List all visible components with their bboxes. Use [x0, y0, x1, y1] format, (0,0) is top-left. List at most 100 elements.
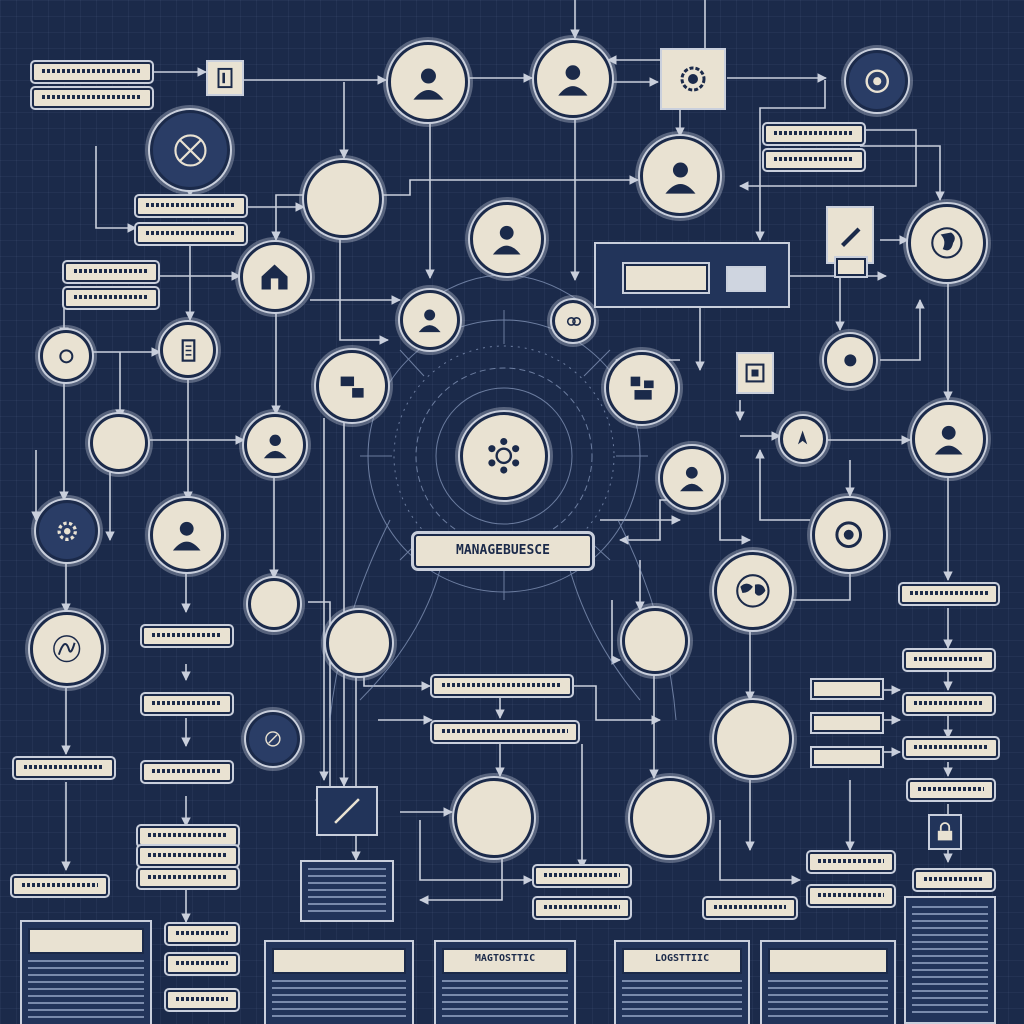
panel-rows [768, 980, 888, 1018]
box-label-left-lower-2[interactable] [140, 692, 234, 716]
compass-node-lower[interactable] [246, 712, 300, 766]
mini-label-right-1[interactable] [810, 678, 884, 700]
box-label-right-stack-4[interactable] [902, 736, 1000, 760]
bottom-panel-4[interactable]: LOGSTTIIC [614, 940, 750, 1024]
user-node-left-mid[interactable] [244, 414, 306, 476]
globe-node-top-right[interactable] [908, 204, 986, 282]
bottom-panel-5[interactable] [760, 940, 896, 1024]
box-label-stack-2[interactable] [136, 844, 240, 868]
box-label-left-b[interactable] [62, 286, 160, 310]
document-node[interactable] [160, 322, 216, 378]
box-label-left-lower-3[interactable] [140, 760, 234, 784]
gear-icon-tile[interactable] [660, 48, 726, 110]
user-node-upper-right[interactable] [640, 136, 720, 216]
box-label-bottom-stack-2[interactable] [164, 952, 240, 976]
box-label-stack-3[interactable] [136, 866, 240, 890]
target-node-right[interactable] [812, 498, 886, 572]
box-label-bottom-right-a[interactable] [806, 850, 896, 874]
label-node-left-mid[interactable] [90, 414, 148, 472]
central-hub-node[interactable] [460, 412, 548, 500]
home-node[interactable] [240, 242, 310, 312]
signature-node[interactable] [30, 612, 104, 686]
circle-icon [843, 353, 856, 366]
slash-icon [334, 798, 360, 824]
puzzle-icon-tile[interactable] [736, 352, 774, 394]
box-label-bottom-mid-b[interactable] [532, 896, 632, 920]
bottom-panel-right-list[interactable] [904, 896, 996, 1024]
globe-icon [931, 227, 963, 259]
gear-node-top-left[interactable] [150, 110, 230, 190]
label-node-bottom-left[interactable] [454, 778, 534, 858]
label-node-center-right[interactable] [622, 608, 688, 674]
panel-rows [912, 906, 988, 1016]
box-label-right-stack-2[interactable] [902, 648, 996, 672]
user-node-top-center[interactable] [534, 40, 612, 118]
bottom-panel-2[interactable] [264, 940, 414, 1024]
gear-node-left[interactable] [36, 500, 98, 562]
bottom-panel-1[interactable] [20, 920, 152, 1024]
panel-rows [272, 980, 406, 1018]
legend-label-bottom[interactable] [30, 86, 154, 110]
user-icon [173, 522, 201, 551]
status-node-right[interactable] [824, 334, 876, 386]
user-node-left-upper[interactable] [470, 202, 544, 276]
box-label-far-left[interactable] [12, 756, 116, 780]
label-node-small[interactable] [248, 578, 300, 630]
box-label-right-stack-1[interactable] [898, 582, 1000, 606]
chart-icon [630, 376, 654, 400]
box-label-bottom-stack-3[interactable] [164, 988, 240, 1012]
box-label-right-stack-3[interactable] [902, 692, 996, 716]
legend-label-top[interactable] [30, 60, 154, 84]
user-node-far-right[interactable] [912, 402, 986, 476]
chart-node-left[interactable] [316, 350, 388, 422]
user-node-top-left[interactable] [388, 42, 468, 122]
bottom-panel-3[interactable]: MAGTOSTTIC [434, 940, 576, 1024]
box-label-bottom-right-c[interactable] [702, 896, 798, 920]
label-node-center-left[interactable] [326, 610, 392, 676]
chart-node-right[interactable] [606, 352, 678, 424]
info-node-left[interactable] [40, 330, 92, 382]
info-panel[interactable] [594, 242, 790, 308]
user-node-hub-top[interactable] [400, 290, 460, 350]
mini-label-center-right[interactable] [834, 256, 868, 278]
home-icon [262, 264, 288, 290]
slash-icon-tile[interactable] [316, 786, 378, 836]
world-map-node[interactable] [714, 552, 792, 630]
box-label-right-b[interactable] [762, 148, 866, 172]
panel-title [768, 948, 888, 974]
target-icon [835, 521, 863, 549]
box-label-bottom-right-b[interactable] [806, 884, 896, 908]
box-label-1a[interactable] [134, 194, 248, 218]
bottom-panel-center-list[interactable] [300, 860, 394, 922]
user-icon [680, 467, 704, 492]
door-icon-tile[interactable] [206, 60, 244, 96]
rocket-node[interactable] [780, 416, 826, 462]
box-label-right-stack-5[interactable] [906, 778, 996, 802]
box-label-bottom-stack-1[interactable] [164, 922, 240, 946]
mini-label-right-3[interactable] [810, 746, 884, 768]
shield-node-top-right[interactable] [846, 50, 908, 112]
lock-icon-tile[interactable] [928, 814, 962, 850]
panel-rows [442, 980, 568, 1018]
box-label-1b[interactable] [134, 222, 248, 246]
puzzle-icon [745, 363, 765, 383]
user-node-left-lower[interactable] [150, 498, 224, 572]
box-label-center-b[interactable] [430, 720, 580, 744]
hub-title[interactable]: MANAGEBUESCE [411, 531, 595, 571]
box-label-bottom-far-left[interactable] [10, 874, 110, 898]
edit-icon-tile[interactable] [826, 206, 874, 264]
link-node-hub-top[interactable] [552, 300, 594, 342]
box-label-left-lower-1[interactable] [140, 624, 234, 648]
mini-label-right-2[interactable] [810, 712, 884, 734]
dome-node[interactable] [714, 700, 792, 778]
box-label-left-a[interactable] [62, 260, 160, 284]
box-label-right-a[interactable] [762, 122, 866, 146]
box-label-stack-1[interactable] [136, 824, 240, 848]
label-node-bottom-right[interactable] [630, 778, 710, 858]
box-label-bottom-mid-a[interactable] [532, 864, 632, 888]
user-icon [558, 65, 588, 96]
box-label-center-a[interactable] [430, 674, 574, 698]
label-node-upper[interactable] [304, 160, 382, 238]
box-label-far-right[interactable] [912, 868, 996, 892]
user-node-right-mid[interactable] [660, 446, 724, 510]
